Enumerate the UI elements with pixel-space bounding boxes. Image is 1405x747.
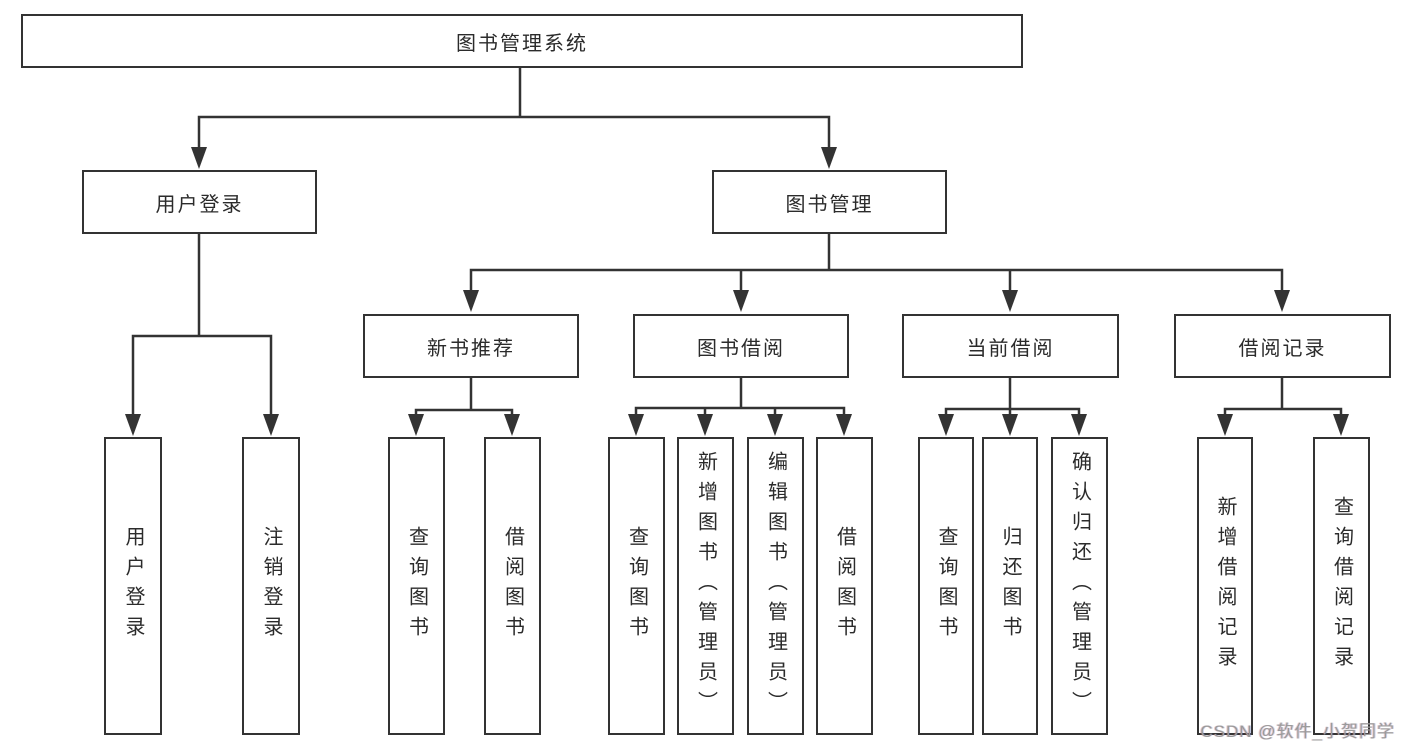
leaf-borrow-books: 借阅图书 <box>816 437 873 735</box>
leaf-query-books-borrow: 查询图书 <box>608 437 665 735</box>
leaf-confirm-return-admin-label: 确认归还（管理员） <box>1068 451 1091 721</box>
leaf-add-borrow-record-label: 新增借阅记录 <box>1214 496 1236 676</box>
node-book-management: 图书管理 <box>712 170 947 234</box>
node-new-book-recommend-label: 新书推荐 <box>427 337 515 360</box>
leaf-logout-label: 注销登录 <box>260 526 282 646</box>
leaf-query-borrow-record: 查询借阅记录 <box>1313 437 1370 735</box>
leaf-edit-book-admin-label: 编辑图书（管理员） <box>764 451 787 721</box>
node-current-borrow: 当前借阅 <box>902 314 1119 378</box>
leaf-return-books: 归还图书 <box>982 437 1038 735</box>
node-borrow-records: 借阅记录 <box>1174 314 1391 378</box>
leaf-query-borrow-record-label: 查询借阅记录 <box>1330 496 1353 676</box>
node-book-management-label: 图书管理 <box>785 193 874 216</box>
leaf-add-borrow-record: 新增借阅记录 <box>1197 437 1253 735</box>
leaf-query-books-recommend-label: 查询图书 <box>405 526 428 646</box>
leaf-borrow-books-recommend-label: 借阅图书 <box>501 526 524 646</box>
leaf-return-books-label: 归还图书 <box>999 526 1021 646</box>
node-root-label: 图书管理系统 <box>456 32 588 55</box>
leaf-edit-book-admin: 编辑图书（管理员） <box>747 437 804 735</box>
node-book-borrow-label: 图书借阅 <box>697 337 785 360</box>
leaf-user-login: 用户登录 <box>104 437 162 735</box>
arrowheads <box>125 147 1349 436</box>
node-borrow-records-label: 借阅记录 <box>1238 337 1327 360</box>
node-current-borrow-label: 当前借阅 <box>966 337 1055 360</box>
leaf-borrow-books-recommend: 借阅图书 <box>484 437 541 735</box>
node-user-login-label: 用户登录 <box>155 193 244 216</box>
node-new-book-recommend: 新书推荐 <box>363 314 579 378</box>
leaf-query-books-recommend: 查询图书 <box>388 437 445 735</box>
leaf-user-login-label: 用户登录 <box>122 526 144 646</box>
csdn-watermark: CSDN @软件_小贺同学 <box>1200 722 1395 741</box>
leaf-query-books-borrow-label: 查询图书 <box>625 526 648 646</box>
node-user-login: 用户登录 <box>82 170 317 234</box>
leaf-borrow-books-label: 借阅图书 <box>833 526 856 646</box>
node-root: 图书管理系统 <box>21 14 1023 68</box>
leaf-add-book-admin-label: 新增图书（管理员） <box>694 451 717 721</box>
node-book-borrow: 图书借阅 <box>633 314 849 378</box>
leaf-logout: 注销登录 <box>242 437 300 735</box>
leaf-query-books-current-label: 查询图书 <box>935 526 957 646</box>
leaf-add-book-admin: 新增图书（管理员） <box>677 437 734 735</box>
leaf-query-books-current: 查询图书 <box>918 437 974 735</box>
leaf-confirm-return-admin: 确认归还（管理员） <box>1051 437 1108 735</box>
